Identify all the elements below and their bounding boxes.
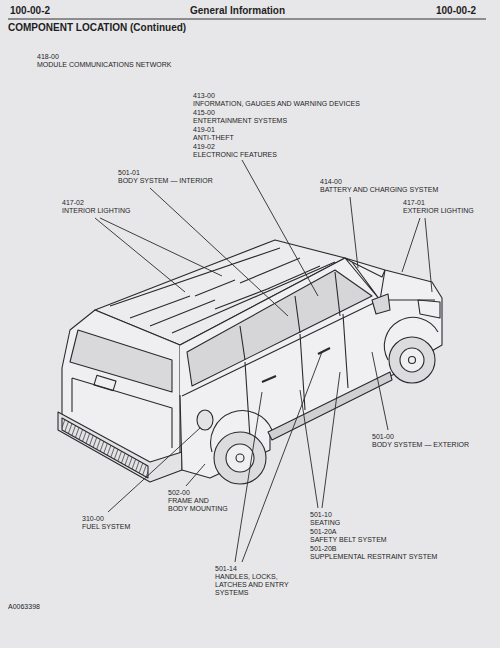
callout-number: 501-10 — [310, 511, 332, 519]
part-name: ANTI-THEFT — [193, 134, 234, 142]
callout-number: 501-01 — [118, 169, 140, 177]
callout-number: 501-14 — [215, 565, 237, 573]
header-rule — [8, 19, 486, 20]
part-name: ELECTRONIC FEATURES — [193, 151, 277, 159]
part-name: INFORMATION, GAUGES AND WARNING DEVICES — [193, 100, 360, 108]
part-name: HANDLES, LOCKS, LATCHES AND ENTRY SYSTEM… — [215, 573, 289, 596]
callout-number: A0063398 — [8, 603, 40, 611]
callout-number: 414-00 — [320, 178, 342, 186]
page-header: General Information — [190, 5, 285, 16]
page-header: 100-00-2 — [10, 5, 50, 16]
callout-number: 415-00 — [193, 109, 215, 117]
page-title: COMPONENT LOCATION (Continued) — [8, 22, 186, 33]
callout-number: 417-02 — [62, 199, 84, 207]
part-name: FUEL SYSTEM — [82, 523, 130, 531]
part-name: EXTERIOR LIGHTING — [403, 207, 474, 215]
callout-number: 501-20A — [310, 528, 336, 536]
callout-number: 413-00 — [193, 92, 215, 100]
callout-number: 502-00 — [168, 489, 190, 497]
callout-number: 417-01 — [403, 199, 425, 207]
part-name: BATTERY AND CHARGING SYSTEM — [320, 186, 438, 194]
part-name: BODY SYSTEM — EXTERIOR — [372, 441, 469, 449]
callout-number: 501-00 — [372, 433, 394, 441]
part-name: ENTERTAINMENT SYSTEMS — [193, 117, 287, 125]
callout-number: 310-00 — [82, 515, 104, 523]
part-name: SAFETY BELT SYSTEM — [310, 536, 387, 544]
part-name: INTERIOR LIGHTING — [62, 207, 130, 215]
part-name: SUPPLEMENTAL RESTRAINT SYSTEM — [310, 553, 437, 561]
part-name: MODULE COMMUNICATIONS NETWORK — [37, 61, 171, 69]
callout-number: 419-02 — [193, 143, 215, 151]
part-name: SEATING — [310, 519, 340, 527]
part-name: BODY SYSTEM — INTERIOR — [118, 177, 213, 185]
callout-number: 501-20B — [310, 545, 336, 553]
part-name: FRAME AND BODY MOUNTING — [168, 497, 230, 513]
leader-lines — [95, 160, 432, 562]
page-header: 100-00-2 — [436, 5, 476, 16]
callout-number: 418-00 — [37, 53, 59, 61]
callout-number: 419-01 — [193, 126, 215, 134]
